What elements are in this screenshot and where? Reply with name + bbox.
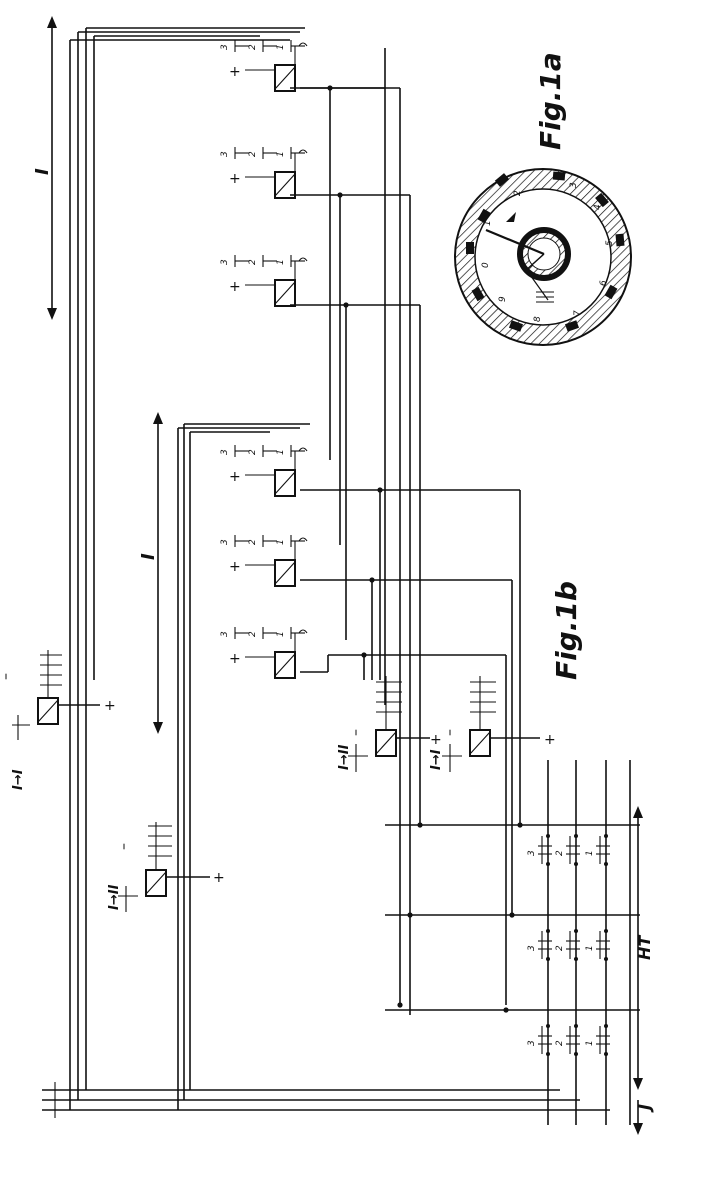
selector-switch: 1: [585, 929, 610, 961]
dial-number: 6: [599, 280, 609, 286]
trunk-wiring: [42, 27, 610, 1118]
group-label-upper: I: [32, 168, 53, 175]
selector-switch: 3: [527, 834, 552, 866]
minus-sign: –: [442, 729, 458, 736]
relay-units: +3 2 1 +3 2 1 +3 2 1 +3 2 1 +3 2 1 +3 2 1: [220, 40, 308, 679]
relay-unit: +3 2 1: [220, 627, 308, 679]
dial-number: 3: [569, 182, 579, 188]
switch-number: 2: [555, 945, 565, 951]
transfer-relay-left-lower: + – I→II: [107, 822, 225, 912]
minus-sign: –: [348, 729, 364, 736]
plus-sign: +: [544, 732, 556, 748]
dial-number: 8: [533, 316, 543, 322]
relay-label: I→II: [337, 744, 352, 770]
contact-number: 3: [220, 449, 230, 455]
contact-number: 1: [276, 631, 286, 637]
relay-label: I→II: [107, 884, 122, 910]
plus-sign: +: [229, 171, 241, 187]
plus-sign: +: [229, 559, 241, 575]
figure-label-1a: Fig.1a: [534, 52, 567, 150]
distribution-wiring: [290, 48, 521, 1015]
selector-switches: 3 2 1 3 2 1 3 2 1: [527, 834, 610, 1056]
dial-number: 4: [593, 204, 603, 210]
selector-switch: 1: [585, 834, 610, 866]
group-label-lower: I: [138, 553, 159, 560]
dial-number: 9: [498, 296, 508, 302]
dial-number: 2: [513, 190, 523, 196]
dial-number: 0: [481, 262, 491, 268]
contact-number: 1: [276, 259, 286, 265]
switch-matrix: [385, 760, 640, 1125]
switch-number: 2: [555, 1040, 565, 1046]
transfer-relay-mid-1: + – I→II: [337, 676, 442, 772]
plus-sign: +: [104, 698, 116, 714]
selector-switch: 2: [555, 834, 580, 866]
contact-number: 3: [220, 44, 230, 50]
selector-switch: 2: [555, 929, 580, 961]
minus-sign: –: [116, 843, 132, 850]
contact-number: 3: [220, 151, 230, 157]
plus-sign: +: [213, 870, 225, 886]
dial-number: 7: [573, 310, 583, 316]
selector-switch: 3: [527, 929, 552, 961]
contact-number: 3: [220, 539, 230, 545]
contact-number: 3: [220, 631, 230, 637]
relay-label: I→I: [429, 749, 444, 770]
contact-number: 2: [248, 259, 258, 265]
contact-number: 2: [248, 539, 258, 545]
contact-number: 1: [276, 44, 286, 50]
relay-unit: +3 2 1: [220, 445, 308, 497]
contact-number: 2: [248, 631, 258, 637]
figure-label-1b: Fig.1b: [550, 581, 583, 680]
group-arrow-upper: I: [32, 16, 57, 320]
bus-arrows: HT J: [633, 806, 654, 1135]
plus-sign: +: [229, 469, 241, 485]
plus-sign: +: [430, 732, 442, 748]
relay-unit: +3 2 1: [220, 535, 308, 587]
contact-number: 3: [220, 259, 230, 265]
relay-unit: +3 2 1: [220, 40, 308, 92]
plus-sign: +: [229, 279, 241, 295]
contact-number: 1: [276, 151, 286, 157]
transfer-relay-mid-2: + – I→I: [429, 676, 556, 772]
contact-number: 2: [248, 449, 258, 455]
plus-sign: +: [229, 64, 241, 80]
plus-sign: +: [229, 651, 241, 667]
contact-number: 2: [248, 151, 258, 157]
switch-number: 3: [527, 850, 537, 856]
bus-label-j: J: [635, 1104, 654, 1113]
switch-number: 2: [555, 850, 565, 856]
selector-switch: 3: [527, 1024, 552, 1056]
bus-label-ht: HT: [635, 935, 654, 960]
dial-number: 1: [483, 220, 493, 226]
transfer-relay-left-upper: + – I→I: [0, 650, 116, 790]
relay-label: I→I: [11, 769, 26, 790]
switch-number: 3: [527, 1040, 537, 1046]
selector-switch: 1: [585, 1024, 610, 1056]
relay-unit: +3 2 1: [220, 147, 308, 199]
rotary-dial: 1 2 3 4 5 6 7 8 9 0: [454, 168, 632, 346]
minus-sign: –: [0, 673, 14, 680]
selector-switch: 2: [555, 1024, 580, 1056]
relay-unit: +3 2 1: [220, 255, 308, 307]
dial-number: 5: [605, 240, 615, 246]
switch-number: 1: [585, 945, 595, 951]
switch-number: 1: [585, 850, 595, 856]
contact-number: 1: [276, 449, 286, 455]
contact-number: 2: [248, 44, 258, 50]
contact-number: 1: [276, 539, 286, 545]
group-arrow-lower: I: [138, 412, 163, 734]
switch-number: 1: [585, 1040, 595, 1046]
switch-number: 3: [527, 945, 537, 951]
